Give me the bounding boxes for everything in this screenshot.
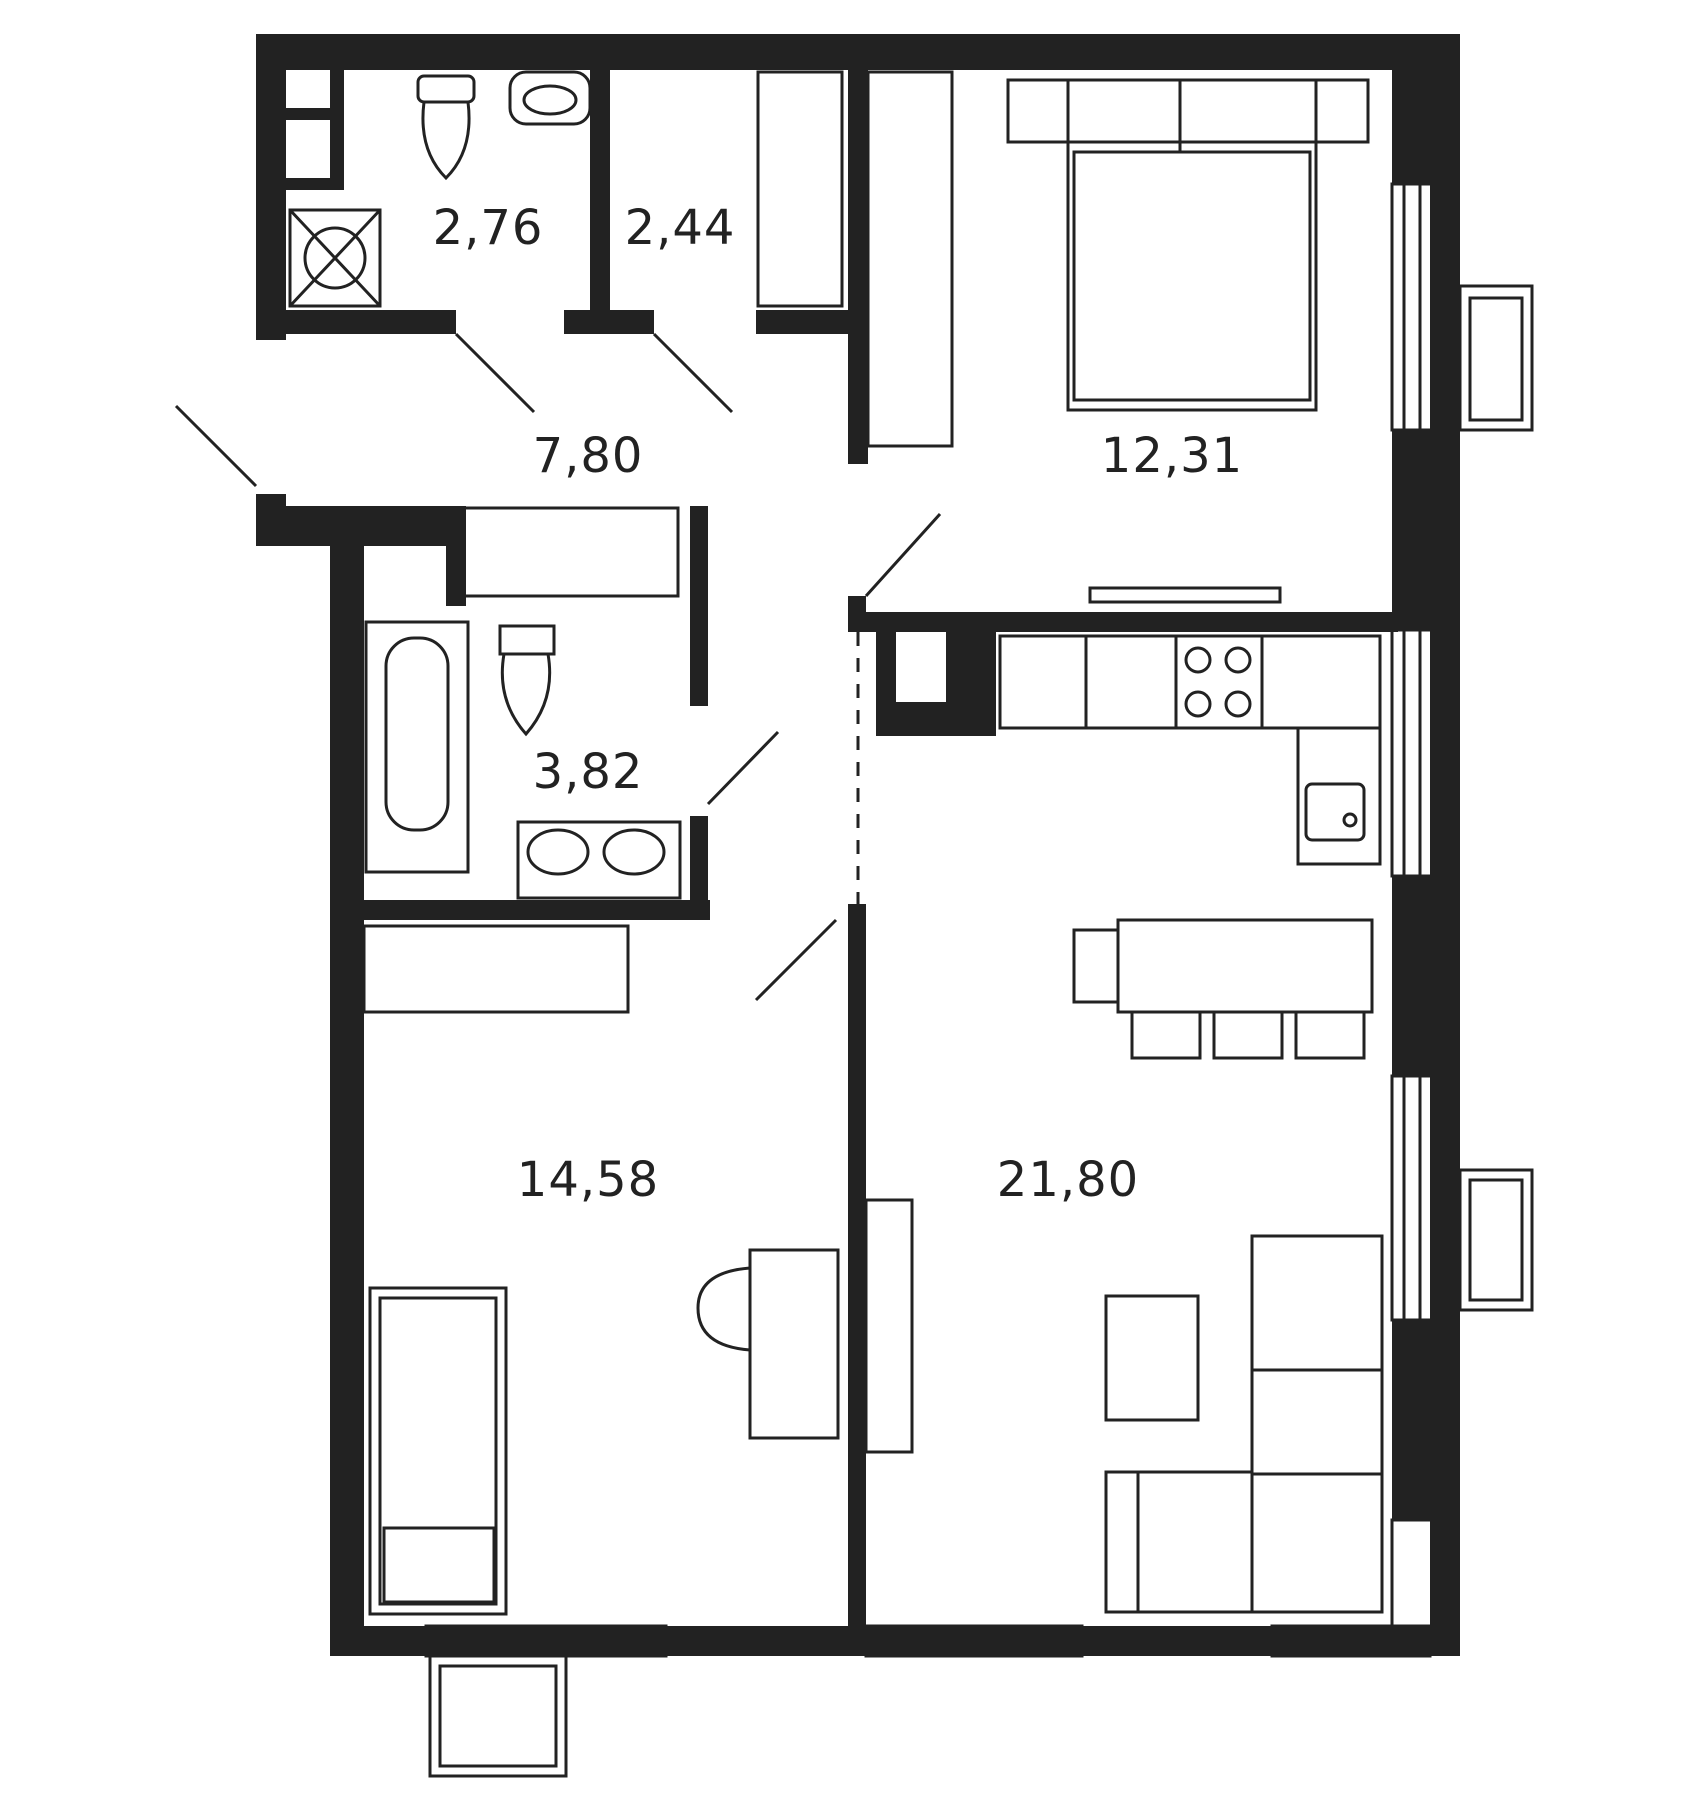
door-swings (174, 332, 942, 1002)
area-label-bathroom: 3,82 (532, 744, 644, 800)
walls (256, 34, 1460, 1656)
area-label-wc: 2,76 (432, 200, 544, 256)
fixtures (288, 70, 1534, 1778)
area-label-wardrobe: 2,44 (624, 200, 736, 256)
area-label-room: 14,58 (516, 1152, 660, 1208)
area-label-hallway: 7,80 (532, 428, 644, 484)
area-label-bedroom: 12,31 (1100, 428, 1244, 484)
area-label-kitchen-living: 21,80 (996, 1152, 1140, 1208)
